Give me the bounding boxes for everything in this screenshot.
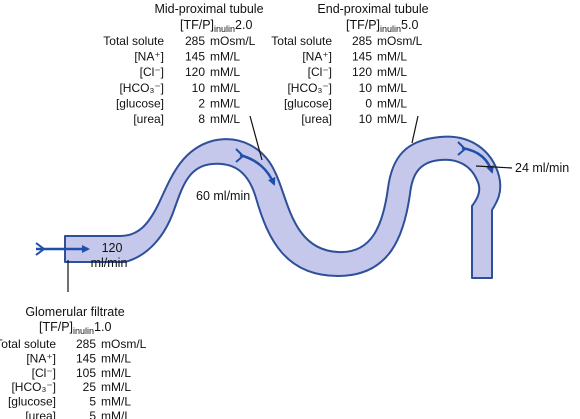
mid-solute-unit: mM/L (210, 96, 240, 110)
end-solute-name: [glucose] (284, 96, 332, 110)
glomerular-solute-value: 145 (76, 351, 96, 365)
glomerular-solute-unit: mM/L (101, 366, 131, 380)
end-solute-unit: mM/L (377, 50, 407, 64)
glomerular-solute-value: 5 (89, 409, 96, 419)
end-solute-unit: mM/L (377, 112, 407, 126)
end-solute-name: [Cl⁻] (308, 65, 332, 79)
glomerular-solute-value: 5 (89, 395, 96, 409)
end-solute-value: 10 (359, 112, 373, 126)
end-solute-value: 120 (352, 65, 372, 79)
glomerular-solute-unit: mM/L (101, 409, 131, 419)
end-solute-value: 10 (359, 81, 373, 95)
end-leader-line (411, 115, 419, 144)
mid-proximal-panel: Mid-proximal tubule [TF/P]inulin2.0 Tota… (103, 2, 263, 126)
end-proximal-ratio: [TF/P]inulin5.0 (346, 18, 418, 34)
glomerular-solute-name: [Cl⁻] (32, 366, 56, 380)
mid-solute-unit: mM/L (210, 50, 240, 64)
mid-proximal-ratio: [TF/P]inulin2.0 (180, 18, 252, 34)
mid-flow-label: 60 ml/min (196, 189, 250, 203)
mid-solute-value: 8 (198, 112, 205, 126)
mid-solute-name: [urea] (133, 112, 164, 126)
mid-solute-unit: mOsm/L (210, 34, 256, 48)
mid-solute-value: 145 (185, 50, 205, 64)
mid-solute-value: 285 (185, 34, 205, 48)
end-solute-value: 145 (352, 50, 372, 64)
inlet-flow-value: 120 (102, 241, 123, 255)
mid-proximal-title: Mid-proximal tubule (154, 2, 263, 16)
mid-leader-line (249, 115, 263, 161)
end-flow-leader (475, 165, 513, 169)
mid-solute-name: [glucose] (116, 96, 164, 110)
end-solute-unit: mM/L (377, 96, 407, 110)
glomerular-filtrate-panel: Glomerular filtrate [TF/P]inulin1.0 Tota… (0, 305, 147, 419)
mid-solute-value: 2 (198, 96, 205, 110)
end-solute-name: Total solute (271, 34, 332, 48)
glomerular-solute-value: 25 (83, 380, 97, 394)
end-proximal-panel: End-proximal tubule [TF/P]inulin5.0 Tota… (271, 2, 428, 126)
end-solute-unit: mM/L (377, 65, 407, 79)
end-solute-value: 0 (365, 96, 372, 110)
glomerular-solute-name: [NA⁺] (26, 351, 56, 365)
inlet-flow-unit: ml/min (91, 256, 128, 270)
glomerular-solute-unit: mM/L (101, 351, 131, 365)
mid-solute-unit: mM/L (210, 81, 240, 95)
proximal-tubule (64, 135, 502, 279)
mid-flow-arrow (235, 148, 276, 186)
mid-solute-name: Total solute (103, 34, 164, 48)
mid-solute-name: [HCO₃⁻] (119, 81, 164, 95)
mid-solute-value: 120 (185, 65, 205, 79)
glomerular-solute-value: 105 (76, 366, 96, 380)
glomerular-solute-name: [urea] (25, 409, 56, 419)
end-proximal-title: End-proximal tubule (317, 2, 428, 16)
glomerular-solute-unit: mM/L (101, 395, 131, 409)
end-flow-label: 24 ml/min (515, 161, 569, 175)
glomerular-solute-name: [HCO₃⁻] (11, 380, 56, 394)
mid-solute-name: [NA⁺] (134, 50, 164, 64)
glomerular-solute-name: [glucose] (8, 395, 56, 409)
end-solute-value: 285 (352, 34, 372, 48)
end-solute-name: [NA⁺] (302, 50, 332, 64)
glomerular-solute-unit: mM/L (101, 380, 131, 394)
mid-solute-value: 10 (192, 81, 206, 95)
mid-solute-unit: mM/L (210, 112, 240, 126)
end-solute-unit: mM/L (377, 81, 407, 95)
end-solute-name: [HCO₃⁻] (287, 81, 332, 95)
glomerular-solute-value: 285 (76, 337, 96, 351)
glomerular-solute-unit: mOsm/L (101, 337, 147, 351)
mid-solute-name: [Cl⁻] (140, 65, 164, 79)
end-solute-name: [urea] (301, 112, 332, 126)
glomerular-solute-name: Total solute (0, 337, 56, 351)
glomerular-ratio: [TF/P]inulin1.0 (39, 320, 111, 336)
mid-solute-unit: mM/L (210, 65, 240, 79)
end-flow-arrow (457, 141, 494, 174)
glomerular-title: Glomerular filtrate (25, 305, 124, 319)
end-solute-unit: mOsm/L (377, 34, 423, 48)
inlet-flow-arrow (35, 242, 90, 256)
